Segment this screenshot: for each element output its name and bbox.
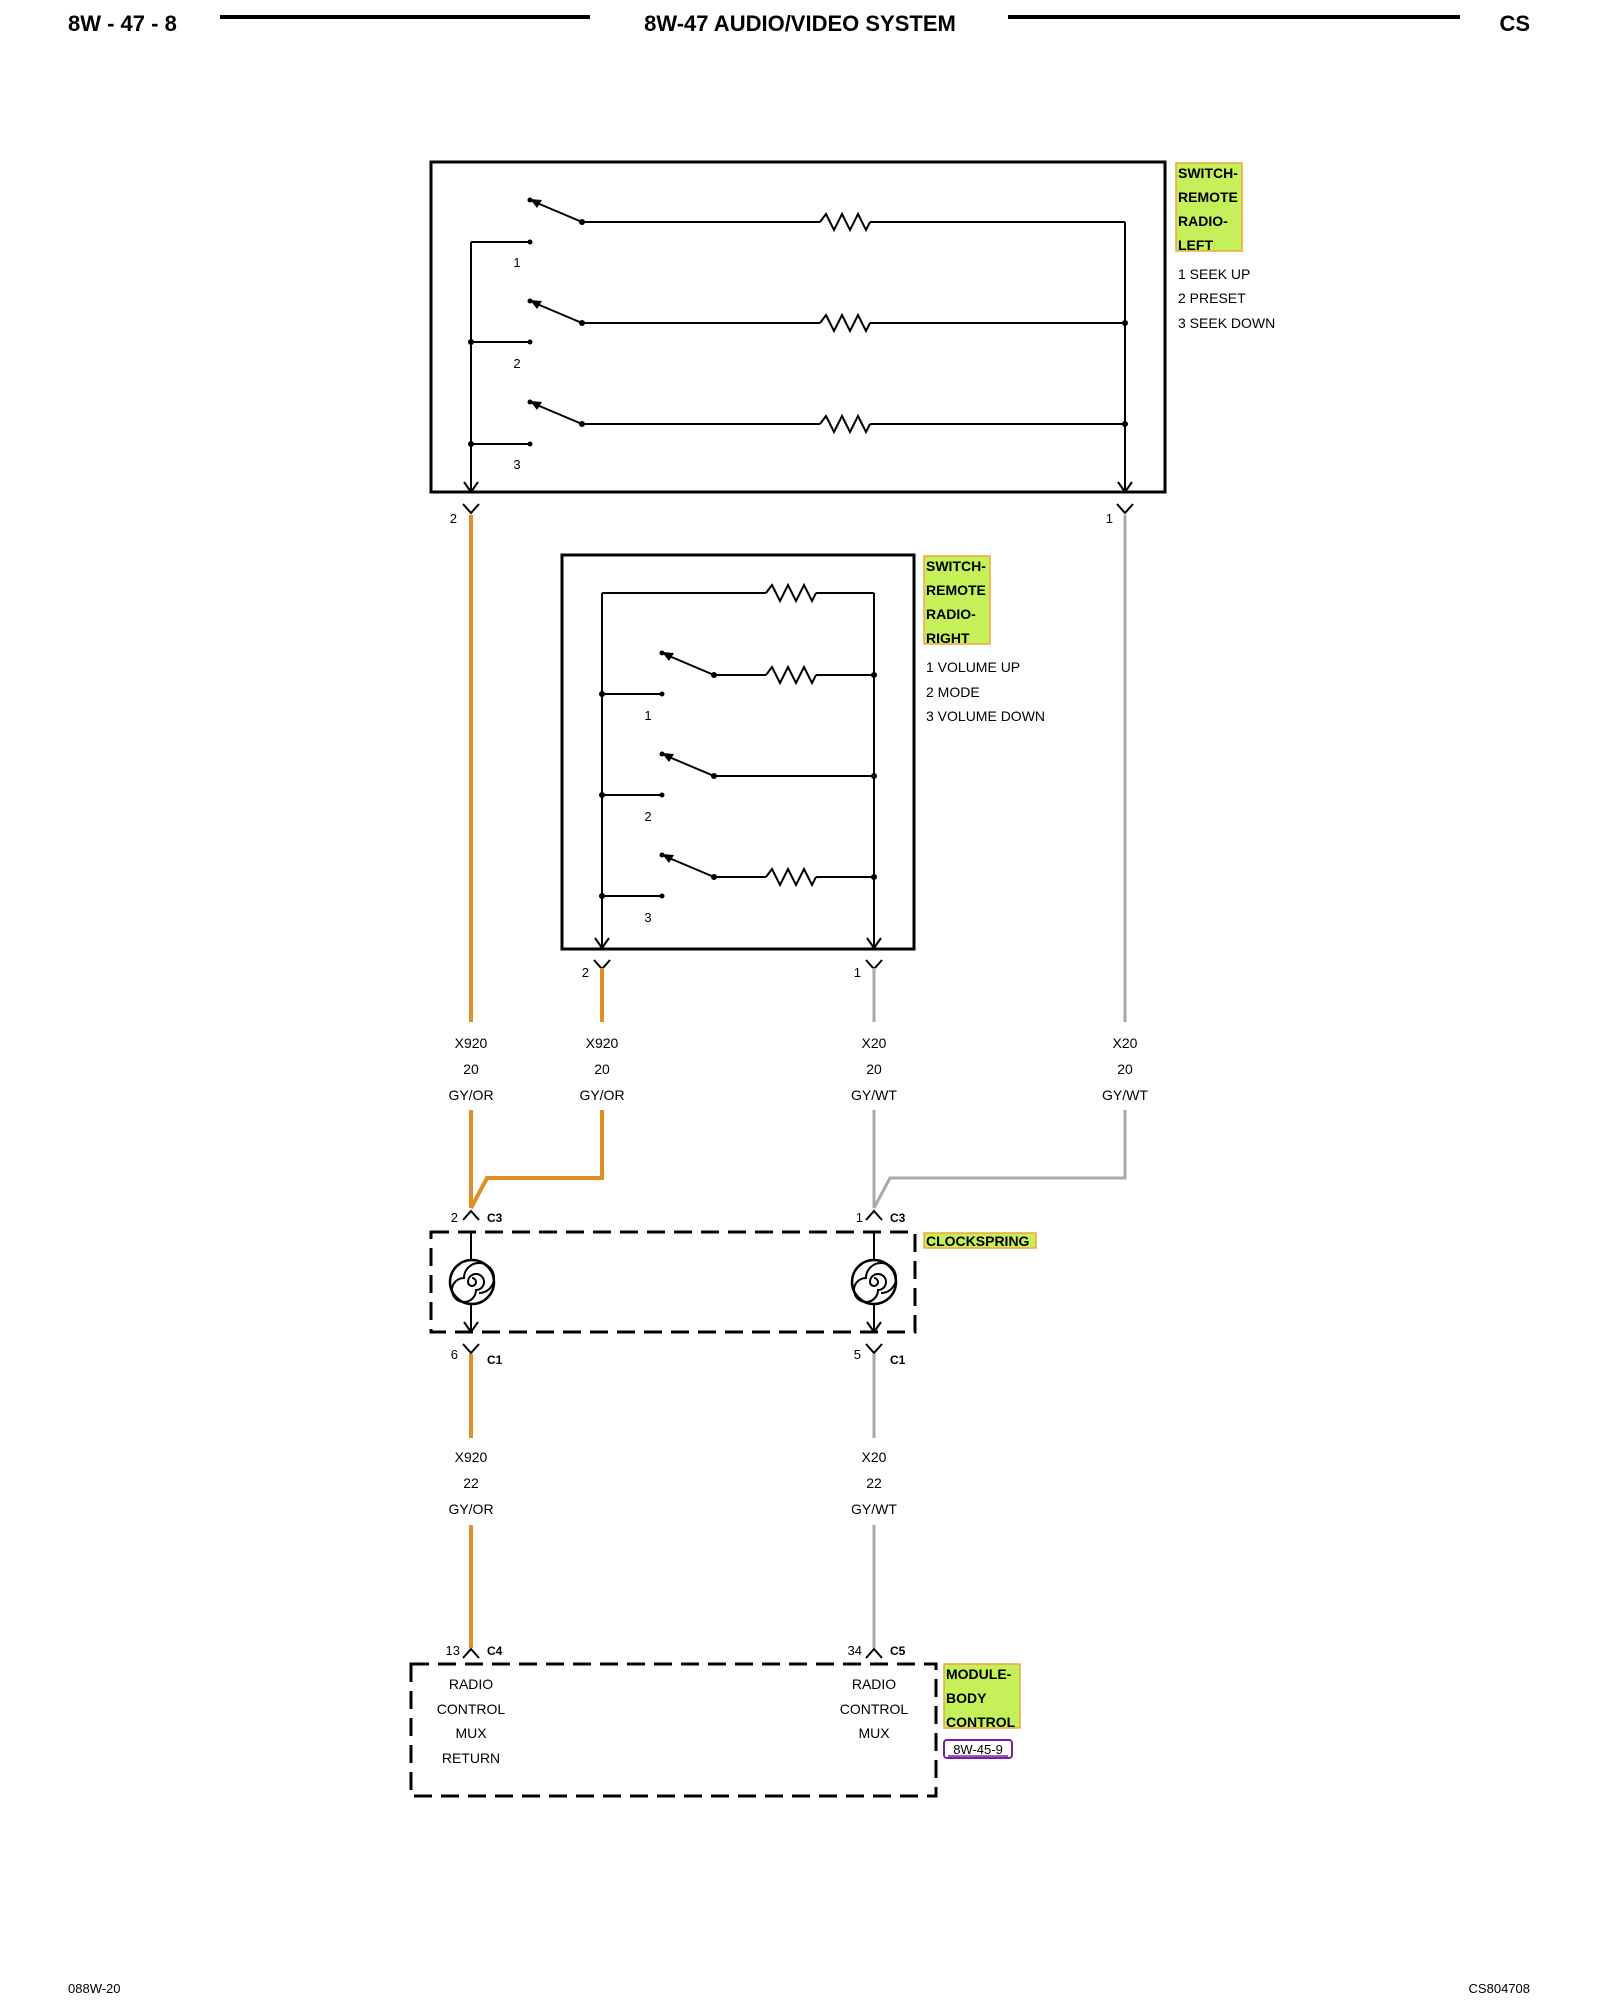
clockspring-box bbox=[429, 1230, 917, 1334]
footer-right-code: CS804708 bbox=[1469, 1981, 1530, 1996]
clockspring-label-highlight bbox=[923, 1232, 1037, 1249]
clockspring-bottom-left-pin: 6 bbox=[451, 1347, 458, 1362]
bcm-name-2: BODY bbox=[946, 1690, 987, 1706]
wire2-color: GY/OR bbox=[579, 1087, 624, 1103]
wire5-circuit: X920 bbox=[455, 1449, 488, 1465]
left-switch-pos-3: 3 bbox=[513, 457, 520, 472]
right-switch-pos-3: 3 bbox=[644, 910, 651, 925]
right-switch-name-1: SWITCH- bbox=[926, 558, 986, 574]
bcm-box bbox=[409, 1662, 938, 1798]
clockspring: 2 C3 1 C3 CLOCKSPRING 6 C1 5 C1 bbox=[429, 1209, 1037, 1367]
wire4-color: GY/WT bbox=[1102, 1087, 1148, 1103]
bcm-left-line-4: RETURN bbox=[442, 1750, 500, 1766]
wire6-gauge: 22 bbox=[866, 1475, 882, 1491]
wire3-gauge: 20 bbox=[866, 1061, 882, 1077]
bcm-left-pin: 13 bbox=[446, 1643, 460, 1658]
footer-left-code: 088W-20 bbox=[68, 1981, 121, 1996]
right-switch-name-2: REMOTE bbox=[926, 582, 986, 598]
clockspring-coil-left bbox=[448, 1258, 496, 1306]
right-switch-legend-1: 1 VOLUME UP bbox=[926, 659, 1020, 675]
left-switch-pos-1: 1 bbox=[513, 255, 520, 270]
left-switch-pin-1: 1 bbox=[1106, 511, 1113, 526]
clockspring-coil-right bbox=[850, 1258, 898, 1306]
right-switch-box bbox=[560, 553, 916, 951]
bcm-name-3: CONTROL bbox=[946, 1714, 1016, 1730]
bcm-name-1: MODULE- bbox=[946, 1666, 1012, 1682]
switch-remote-radio-left: 1 2 3 SWITCH- REMOTE RADIO- LEFT 1 SEEK … bbox=[429, 160, 1275, 526]
wires-lower: X920 22 GY/OR X20 22 GY/WT bbox=[448, 1354, 897, 1648]
right-switch-legend-3: 3 VOLUME DOWN bbox=[926, 708, 1045, 724]
wire4-circuit: X20 bbox=[1113, 1035, 1138, 1051]
bcm-right-line-2: CONTROL bbox=[840, 1701, 909, 1717]
bcm-ref-link[interactable]: 8W-45-9 bbox=[943, 1739, 1013, 1759]
bcm-right-pin: 34 bbox=[848, 1643, 862, 1658]
wire5-color: GY/OR bbox=[448, 1501, 493, 1517]
left-switch-legend-3: 3 SEEK DOWN bbox=[1178, 315, 1275, 331]
right-switch-legend-2: 2 MODE bbox=[926, 684, 980, 700]
wire4-gauge: 20 bbox=[1117, 1061, 1133, 1077]
bcm-ref-text[interactable]: 8W-45-9 bbox=[953, 1742, 1003, 1757]
switch-remote-radio-right: 1 2 3 SWITCH- REMOTE RADIO- RIGHT 1 VOLU… bbox=[560, 553, 1045, 980]
wire1-gauge: 20 bbox=[463, 1061, 479, 1077]
clockspring-name: CLOCKSPRING bbox=[926, 1233, 1030, 1249]
wire2-gauge: 20 bbox=[594, 1061, 610, 1077]
bcm-right-line-3: MUX bbox=[858, 1725, 890, 1741]
clockspring-bottom-right-pin: 5 bbox=[854, 1347, 861, 1362]
left-switch-pos-2: 2 bbox=[513, 356, 520, 371]
right-switch-name-4: RIGHT bbox=[926, 630, 970, 646]
wire6-circuit: X20 bbox=[862, 1449, 887, 1465]
right-switch-pos-2: 2 bbox=[644, 809, 651, 824]
left-switch-legend-2: 2 PRESET bbox=[1178, 290, 1246, 306]
clockspring-top-right-pin: 1 bbox=[856, 1210, 863, 1225]
left-switch-box bbox=[429, 160, 1167, 494]
left-switch-name-4: LEFT bbox=[1178, 237, 1213, 253]
left-switch-name-2: REMOTE bbox=[1178, 189, 1238, 205]
left-switch-pin-2: 2 bbox=[450, 511, 457, 526]
right-switch-pos-1: 1 bbox=[644, 708, 651, 723]
page-header: 8W - 47 - 8 8W-47 AUDIO/VIDEO SYSTEM CS bbox=[68, 11, 1530, 36]
clockspring-top-left-pin: 2 bbox=[451, 1210, 458, 1225]
wires-upper: X920 20 GY/OR X920 20 GY/OR X20 20 GY/WT… bbox=[448, 515, 1148, 1209]
left-switch-name-3: RADIO- bbox=[1178, 213, 1228, 229]
wire1-color: GY/OR bbox=[448, 1087, 493, 1103]
clockspring-bottom-right-conn: C1 bbox=[890, 1353, 906, 1367]
bcm-ref-box[interactable] bbox=[943, 1739, 1013, 1759]
wire2-circuit: X920 bbox=[586, 1035, 619, 1051]
bcm-left-line-2: CONTROL bbox=[437, 1701, 506, 1717]
wire5-gauge: 22 bbox=[463, 1475, 479, 1491]
module-body-control: 13 C4 34 C5 RADIO CONTROL MUX RETURN RAD… bbox=[409, 1643, 1021, 1798]
bcm-right-conn: C5 bbox=[890, 1644, 906, 1658]
left-switch-legend-1: 1 SEEK UP bbox=[1178, 266, 1250, 282]
clockspring-top-left-conn: C3 bbox=[487, 1211, 503, 1225]
right-switch-label-highlight bbox=[923, 555, 991, 645]
right-switch-pin-2: 2 bbox=[582, 965, 589, 980]
bcm-left-line-3: MUX bbox=[455, 1725, 487, 1741]
right-switch-name-3: RADIO- bbox=[926, 606, 976, 622]
wire3-circuit: X20 bbox=[862, 1035, 887, 1051]
page-number: 8W - 47 - 8 bbox=[68, 11, 177, 36]
left-switch-name-1: SWITCH- bbox=[1178, 165, 1238, 181]
bcm-right-line-1: RADIO bbox=[852, 1676, 896, 1692]
page-title: 8W-47 AUDIO/VIDEO SYSTEM bbox=[644, 11, 956, 36]
right-switch-pin-1: 1 bbox=[854, 965, 861, 980]
wire1-circuit: X920 bbox=[455, 1035, 488, 1051]
section-code: CS bbox=[1499, 11, 1530, 36]
bcm-left-conn: C4 bbox=[487, 1644, 503, 1658]
clockspring-bottom-left-conn: C1 bbox=[487, 1353, 503, 1367]
bcm-left-line-1: RADIO bbox=[449, 1676, 493, 1692]
clockspring-top-right-conn: C3 bbox=[890, 1211, 906, 1225]
bcm-label-highlight bbox=[943, 1663, 1021, 1729]
left-switch-label-highlight bbox=[1175, 162, 1243, 252]
wire3-color: GY/WT bbox=[851, 1087, 897, 1103]
wire6-color: GY/WT bbox=[851, 1501, 897, 1517]
